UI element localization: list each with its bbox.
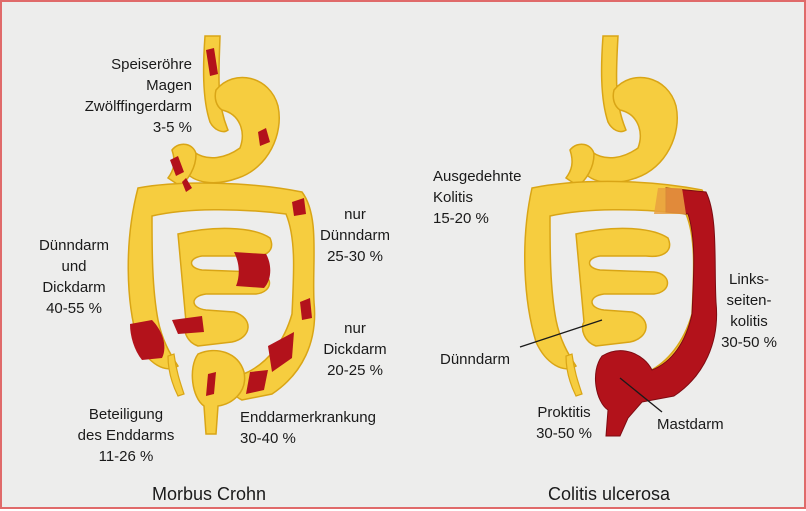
colitis-transition: [654, 188, 686, 214]
label-left-sided-colitis: Links- seiten- kolitis 30-50 %: [710, 269, 788, 353]
label-small-only: nur Dünndarm 25-30 %: [310, 204, 400, 267]
colitis-duodenum: [566, 144, 594, 186]
label-large-only: nur Dickdarm 20-25 %: [310, 318, 400, 381]
colitis-stomach: [582, 77, 677, 182]
caption-crohn: Morbus Crohn: [152, 483, 266, 505]
colitis-digestive-tract: [525, 36, 717, 436]
label-small-and-large: Dünndarm und Dickdarm 40-55 %: [26, 235, 122, 319]
label-extensive-colitis: Ausgedehnte Kolitis 15-20 %: [433, 166, 521, 229]
label-rectal-disease: Enddarmerkrankung 30-40 %: [240, 407, 376, 449]
caption-colitis: Colitis ulcerosa: [548, 483, 670, 505]
colitis-small-intestine: [576, 228, 670, 346]
label-upper-gi: Speiseröhre Magen Zwölffingerdarm 3-5 %: [85, 54, 192, 138]
crohn-appendix: [168, 354, 184, 396]
colitis-appendix: [566, 354, 582, 396]
label-small-intestine: Dünndarm: [440, 349, 510, 370]
label-proctitis: Proktitis 30-50 %: [522, 402, 606, 444]
label-rectum-involvement: Beteiligung des Enddarms 11-26 %: [66, 404, 186, 467]
label-rectum: Mastdarm: [657, 414, 724, 435]
crohn-rectum: [192, 351, 244, 434]
